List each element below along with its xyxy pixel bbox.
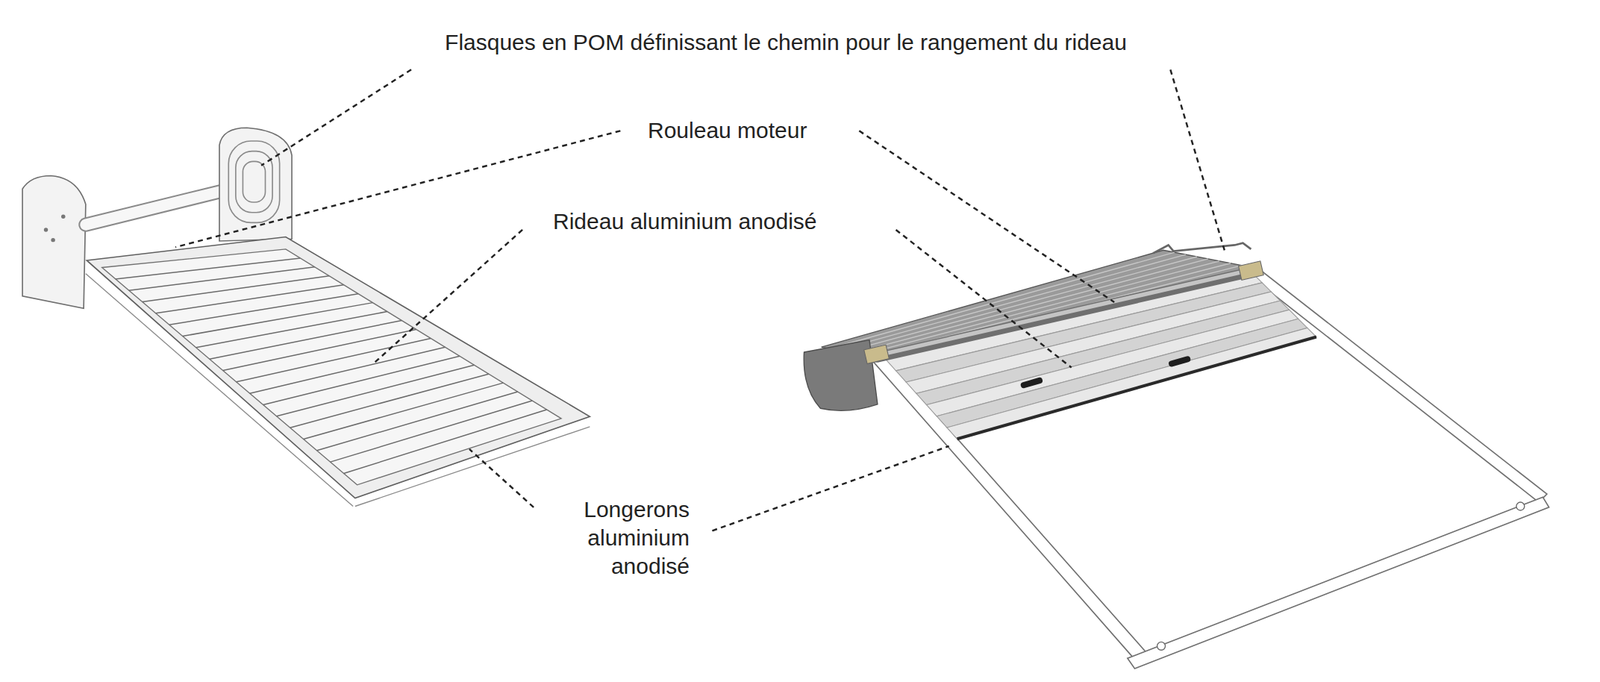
bolt	[1157, 641, 1166, 650]
bolt	[44, 227, 48, 232]
curtain-edge	[957, 337, 1317, 440]
callout-label: Rideau aluminium anodisé	[552, 207, 818, 236]
curtain-slats	[115, 258, 548, 474]
leader-line	[896, 229, 1072, 368]
cover-frame-view	[803, 243, 1549, 669]
leader-lines	[175, 69, 1225, 531]
frame	[86, 237, 590, 499]
leader-line	[858, 130, 1115, 303]
gear	[864, 344, 890, 364]
callout-label: Rouleau moteur	[647, 116, 807, 145]
slat	[155, 285, 345, 314]
leader-line	[469, 449, 534, 508]
callout-label: Flasques en POM définissant le chemin po…	[444, 28, 1127, 57]
slat	[303, 382, 504, 439]
front-bar	[1127, 497, 1550, 669]
curtain	[102, 249, 562, 486]
bolt	[1516, 502, 1525, 511]
cover-storage-view	[22, 127, 590, 506]
slat	[330, 400, 533, 462]
gear	[1238, 261, 1265, 280]
leader-line	[261, 69, 412, 166]
slot	[1020, 376, 1044, 389]
slat	[169, 294, 359, 326]
slat	[290, 373, 489, 428]
slat	[263, 355, 460, 405]
end-flange	[219, 127, 292, 242]
bracket	[1152, 243, 1251, 254]
slat	[223, 329, 417, 371]
bolt	[61, 214, 65, 218]
slat	[947, 327, 1317, 439]
slat	[926, 309, 1299, 417]
slat	[250, 347, 446, 394]
roller	[877, 268, 1258, 356]
slat	[344, 409, 548, 474]
roller	[85, 191, 223, 225]
callout-label: Longerons aluminium anodisé	[564, 495, 690, 581]
leader-line	[372, 229, 523, 365]
slat	[236, 338, 432, 382]
leader-line	[1170, 69, 1224, 250]
side-rail	[85, 273, 353, 507]
slat	[276, 364, 475, 417]
flange-path	[242, 161, 265, 203]
leader-line	[711, 446, 949, 531]
bolt	[50, 238, 55, 242]
slat	[115, 258, 301, 280]
slat	[142, 276, 330, 303]
slat	[317, 391, 518, 451]
curtain-slats	[885, 273, 1317, 440]
slot	[1167, 355, 1192, 368]
end-flange	[22, 175, 86, 309]
slat	[129, 267, 315, 291]
side-rail	[1247, 267, 1548, 503]
flange-path	[228, 141, 280, 223]
roller	[85, 191, 223, 225]
side-rail	[355, 426, 590, 507]
flange-path	[235, 151, 273, 213]
